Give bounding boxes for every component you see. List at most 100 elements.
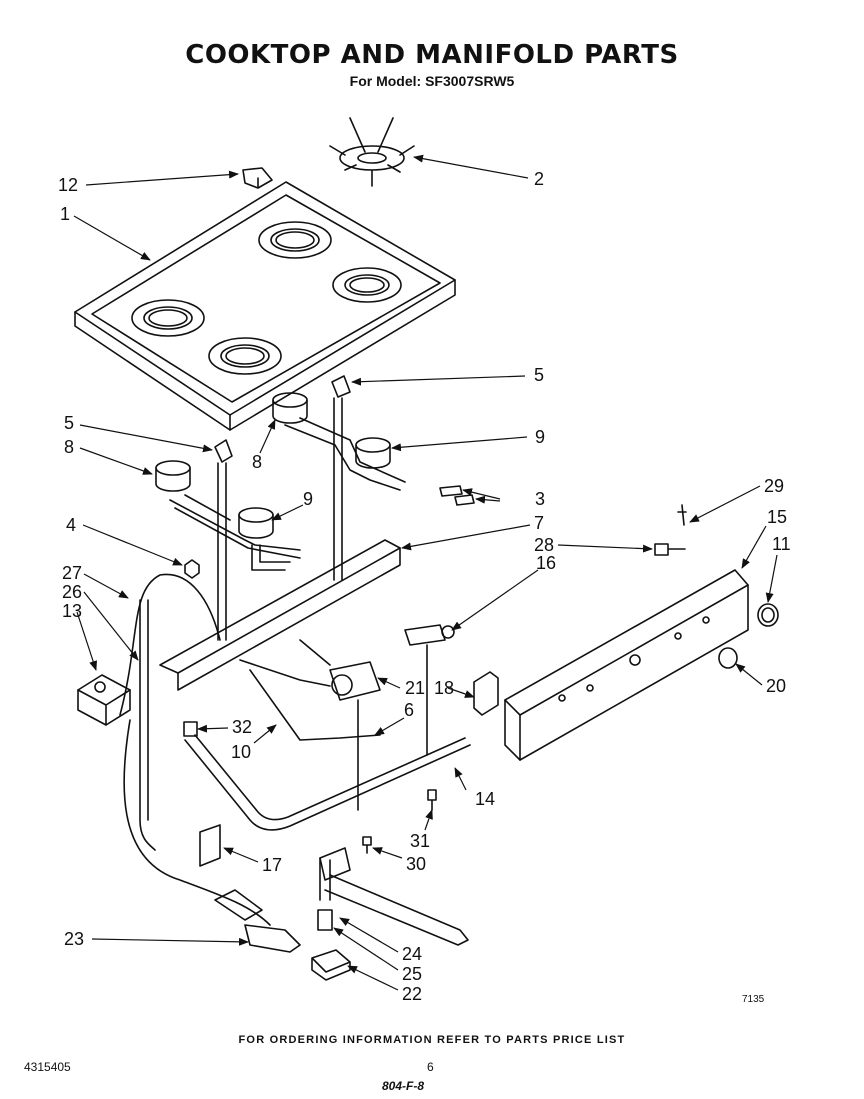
leader-line bbox=[475, 495, 500, 504]
hex-nut bbox=[185, 560, 199, 578]
callout-20: 20 bbox=[766, 676, 787, 696]
callout-11: 11 bbox=[772, 534, 791, 554]
burner-clip bbox=[215, 440, 232, 462]
orifice-hood bbox=[440, 486, 474, 505]
connector-tube bbox=[240, 640, 380, 740]
leader-line bbox=[448, 688, 475, 698]
callout-30: 30 bbox=[406, 854, 427, 874]
leader-line bbox=[271, 505, 303, 520]
leader-line bbox=[455, 767, 466, 790]
cooktop-panel bbox=[75, 182, 455, 430]
leader-line bbox=[374, 718, 404, 735]
mounting-screw bbox=[655, 544, 685, 555]
callout-3: 3 bbox=[535, 489, 546, 509]
burner-support-bracket bbox=[160, 540, 400, 690]
callout-6: 6 bbox=[404, 700, 415, 720]
knob-bezel bbox=[758, 604, 778, 626]
leader-line bbox=[80, 425, 213, 453]
callout-8: 8 bbox=[252, 452, 263, 472]
callout-27: 27 bbox=[62, 563, 83, 583]
leader-line bbox=[462, 488, 500, 499]
burner-grate bbox=[330, 118, 414, 186]
burner-head bbox=[273, 393, 307, 423]
leader-line bbox=[83, 525, 183, 565]
page-number: 6 bbox=[427, 1060, 434, 1074]
callout-25: 25 bbox=[402, 964, 423, 984]
callout-9: 9 bbox=[303, 489, 314, 509]
burner-head bbox=[156, 461, 190, 491]
callout-15: 15 bbox=[767, 507, 788, 527]
leader-line bbox=[689, 486, 760, 522]
callout-7: 7 bbox=[534, 513, 545, 533]
callout-2: 2 bbox=[534, 169, 545, 189]
leader-line bbox=[80, 448, 153, 475]
callout-10: 10 bbox=[231, 742, 252, 762]
leader-line bbox=[742, 526, 766, 569]
page-title: COOKTOP AND MANIFOLD PARTS bbox=[185, 40, 679, 70]
safety-valve bbox=[215, 890, 300, 952]
leader-line bbox=[84, 592, 139, 661]
leader-line bbox=[351, 376, 525, 386]
thermostat-valve bbox=[312, 950, 350, 980]
callout-4: 4 bbox=[66, 515, 77, 535]
gas-tubing bbox=[124, 720, 270, 925]
leader-line bbox=[451, 570, 538, 631]
mounting-bracket bbox=[200, 825, 220, 866]
leader-line bbox=[84, 574, 129, 598]
oven-valve-connector bbox=[318, 910, 332, 930]
cooktop-clip bbox=[243, 168, 272, 188]
burner-valve bbox=[330, 662, 380, 810]
leader-line bbox=[425, 809, 433, 830]
leader-line bbox=[372, 847, 402, 858]
spacer bbox=[184, 722, 197, 736]
callout-14: 14 bbox=[475, 789, 496, 809]
callout-9: 9 bbox=[535, 427, 546, 447]
leader-line bbox=[401, 525, 530, 551]
model-subtitle: For Model: SF3007SRW5 bbox=[349, 73, 515, 89]
callout-5: 5 bbox=[534, 365, 545, 385]
oven-burner bbox=[320, 848, 468, 945]
leader-line bbox=[391, 437, 527, 452]
leader-line bbox=[377, 678, 400, 688]
knob-bezel bbox=[719, 648, 737, 668]
leader-line bbox=[735, 663, 762, 685]
callout-22: 22 bbox=[402, 984, 423, 1004]
callout-26: 26 bbox=[62, 582, 83, 602]
mounting-screw bbox=[428, 790, 436, 810]
mounting-screw bbox=[363, 837, 371, 853]
leader-line bbox=[333, 927, 398, 970]
cooktop-burner-hole bbox=[333, 268, 401, 302]
callout-31: 31 bbox=[410, 831, 431, 851]
burner-valve bbox=[405, 625, 454, 755]
callout-28: 28 bbox=[534, 535, 555, 555]
callout-8: 8 bbox=[64, 437, 75, 457]
callout-23: 23 bbox=[64, 929, 85, 949]
burner-head bbox=[239, 508, 273, 538]
callout-16: 16 bbox=[536, 553, 557, 573]
callout-18: 18 bbox=[434, 678, 455, 698]
leader-line bbox=[77, 612, 97, 671]
callout-29: 29 bbox=[764, 476, 785, 496]
leader-line bbox=[223, 848, 258, 862]
burner-tube bbox=[170, 418, 405, 570]
burner-clip bbox=[332, 376, 350, 397]
callout-32: 32 bbox=[232, 717, 253, 737]
leader-line bbox=[197, 724, 228, 733]
leader-line bbox=[260, 419, 275, 453]
leader-line bbox=[86, 170, 239, 185]
gas-tubing bbox=[140, 600, 155, 850]
callout-12: 12 bbox=[58, 175, 79, 195]
callout-24: 24 bbox=[402, 944, 423, 964]
callout-5: 5 bbox=[64, 413, 75, 433]
document-number: 4315405 bbox=[24, 1060, 71, 1074]
leader-line bbox=[254, 724, 277, 743]
control-panel bbox=[505, 570, 748, 760]
leader-line bbox=[413, 154, 528, 178]
figure-code: 7135 bbox=[742, 994, 765, 1005]
leader-line bbox=[339, 918, 398, 952]
burner-support-rod bbox=[218, 398, 342, 640]
valve-bracket bbox=[474, 672, 498, 715]
cooktop-burner-hole bbox=[132, 300, 204, 336]
leader-line bbox=[558, 545, 653, 553]
leader-line bbox=[74, 216, 151, 260]
